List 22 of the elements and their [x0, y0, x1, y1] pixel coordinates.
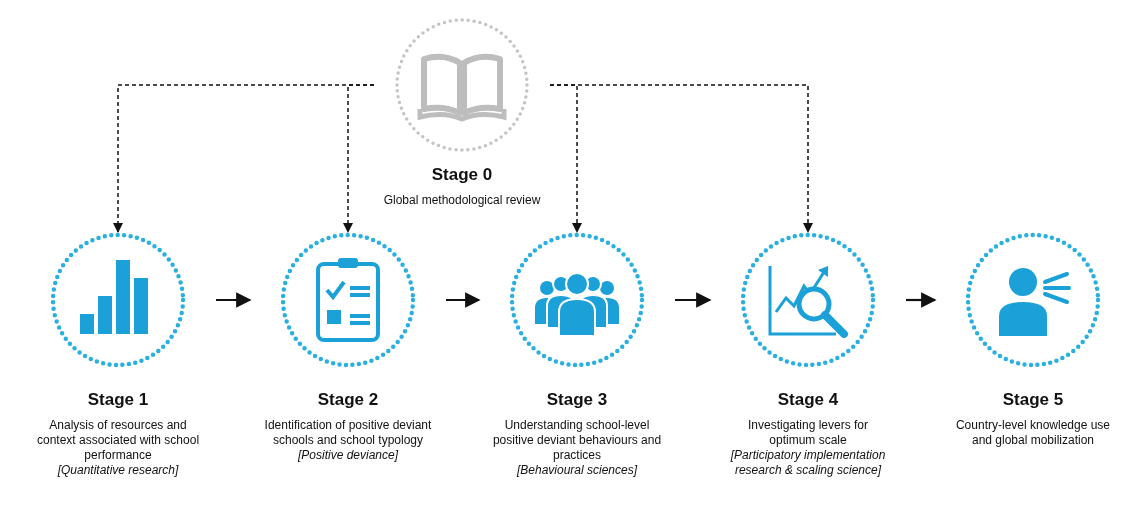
stage-description: Identification of positive deviant schools and school typology	[263, 418, 433, 448]
dashed-arrow	[549, 84, 814, 234]
stage-description: Global methodological review	[383, 193, 541, 208]
research-method: [Quantitative research]	[57, 463, 179, 478]
stage-title: Stage 4	[777, 390, 839, 410]
stage-title: Stage 0	[431, 165, 493, 185]
stage-description: Country-level knowledge use and global mobilization	[954, 418, 1112, 448]
stage-title: Stage 5	[1002, 390, 1064, 410]
arrow	[446, 292, 481, 308]
stage-description: Analysis of resources and context associated with school performance	[35, 418, 201, 463]
research-method: [Participatory implementation research & scaling science]	[729, 448, 887, 478]
research-method: [Behavioural sciences]	[516, 463, 638, 478]
arrow	[906, 292, 937, 308]
arrow	[216, 292, 252, 308]
arrow	[675, 292, 712, 308]
dashed-arrow	[342, 84, 375, 234]
research-method: [Positive deviance]	[297, 448, 399, 463]
stage-title: Stage 1	[87, 390, 149, 410]
stage-description: Understanding school-level positive deviant behaviours and practices	[491, 418, 663, 463]
stage-title: Stage 2	[317, 390, 379, 410]
stage-title: Stage 3	[546, 390, 608, 410]
stage-description: Investigating levers for optimum scale	[746, 418, 870, 448]
